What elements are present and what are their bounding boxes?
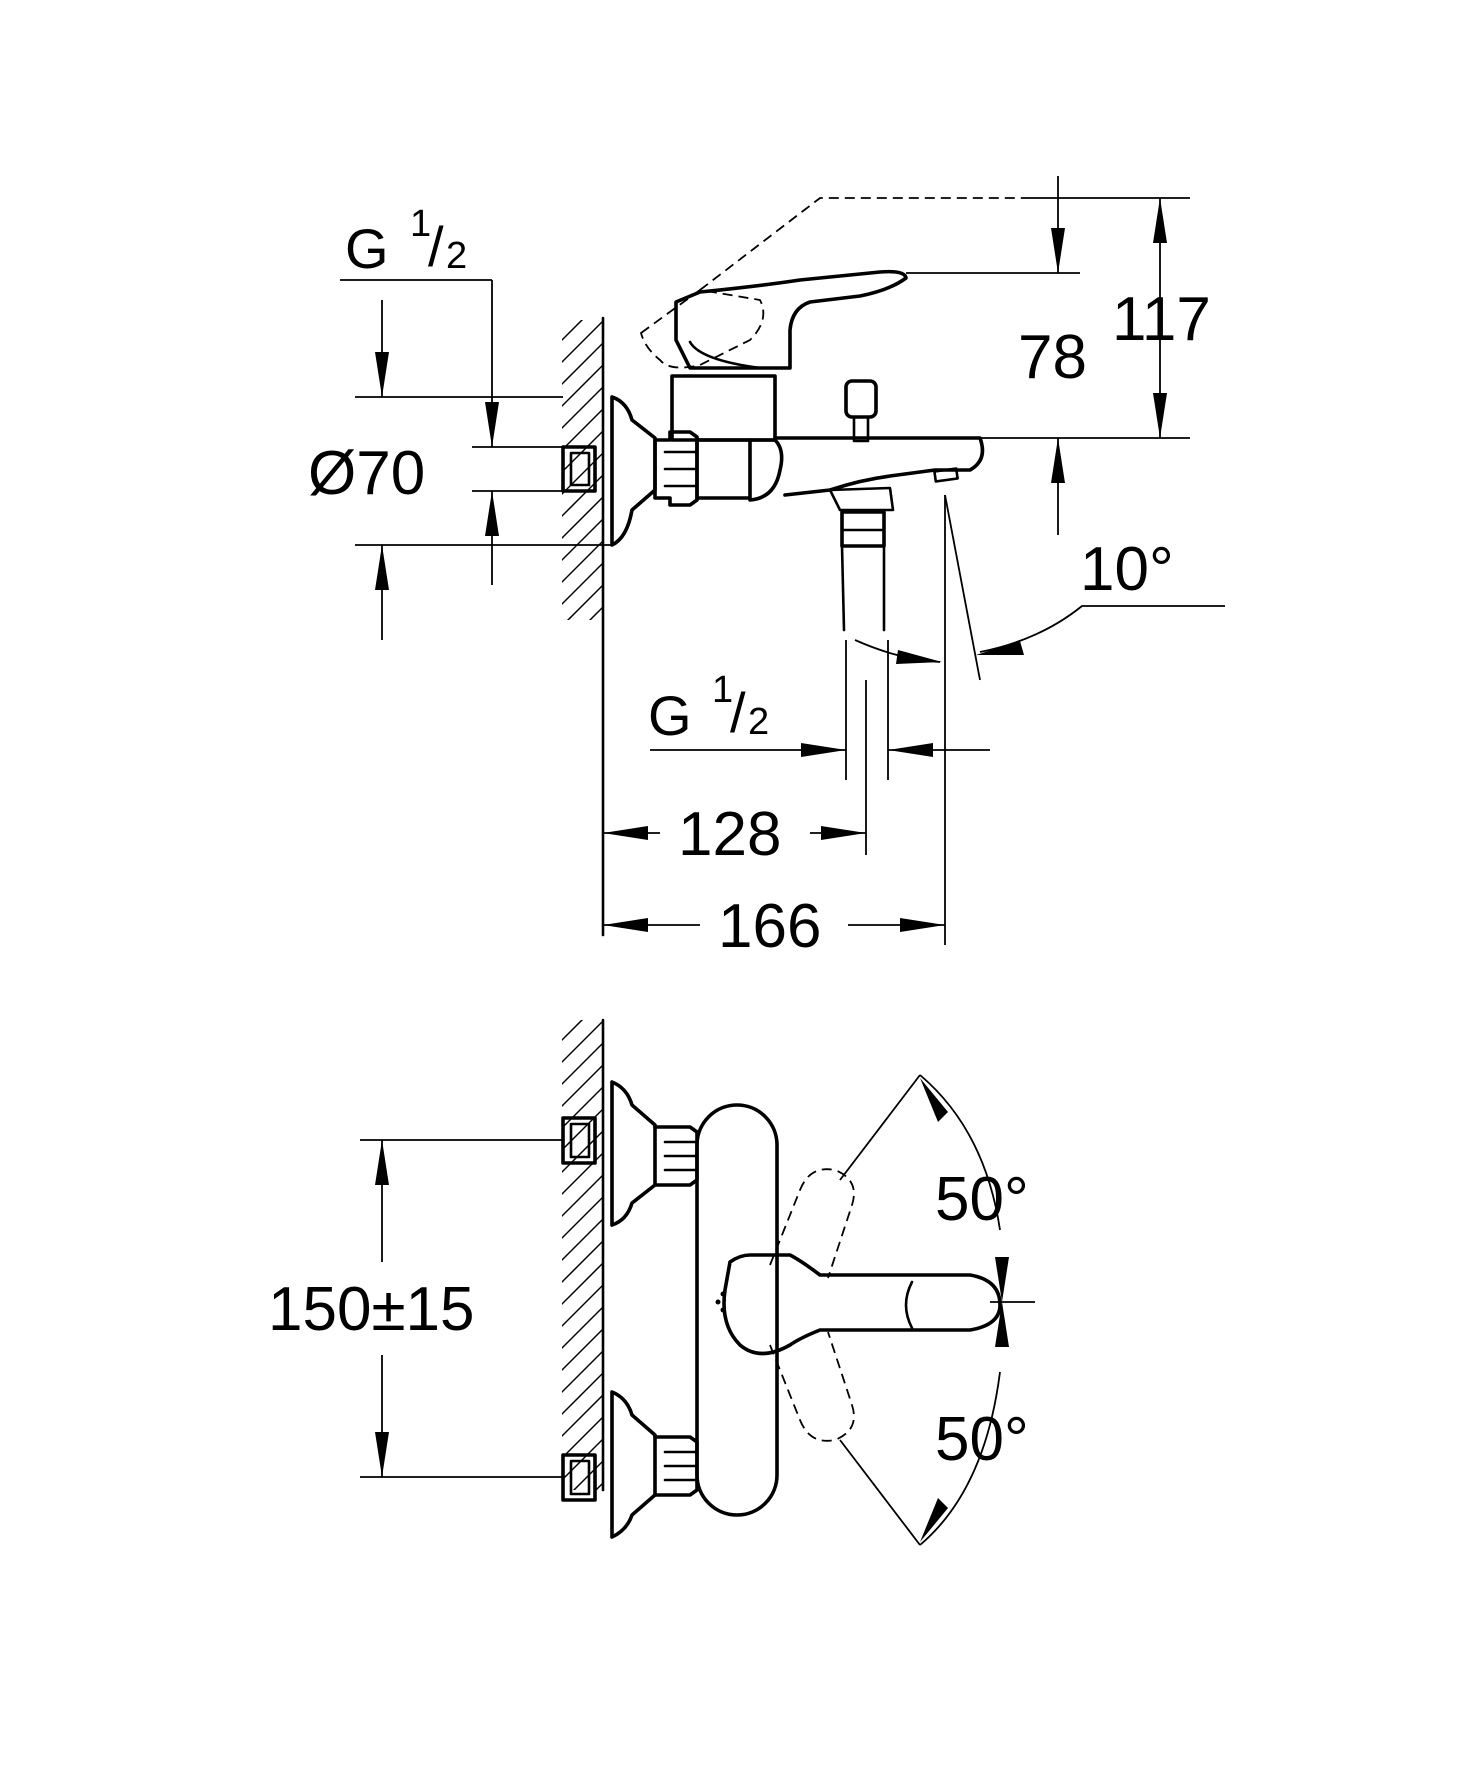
wall-connection-lower: [561, 1390, 699, 1539]
wall-connection-upper: [561, 1080, 699, 1227]
wall-hatch-top: [562, 316, 605, 937]
center-distance-label: 150±15: [268, 1275, 474, 1344]
thread-g-top: G: [345, 217, 389, 280]
length-166-label: 166: [718, 892, 821, 961]
diameter-label: Ø70: [308, 439, 425, 508]
length-128-label: 128: [678, 800, 781, 869]
side-view: G 1 / 2 Ø70 78 117: [308, 176, 1225, 961]
wall-hatch-bottom: [562, 1018, 605, 1492]
mixer-body-side: [639, 197, 1030, 632]
angle-50-up-label: 50°: [935, 1165, 1029, 1234]
thread-dimension-top: G 1 / 2 Ø70: [308, 203, 612, 640]
thread-den-top: 2: [446, 235, 467, 277]
thread-den-bottom: 2: [748, 701, 769, 743]
angle-10-dimension: 10°: [854, 494, 1225, 681]
thread-dimension-bottom: G 1 / 2: [648, 640, 990, 780]
front-view: 150±15 50° 50°: [268, 1018, 1035, 1546]
center-distance-dimension: 150±15: [268, 1139, 563, 1478]
thread-slash-top: /: [428, 215, 444, 278]
mixer-body-front: [695, 1103, 1002, 1517]
height-dimensions: 78 117: [906, 176, 1211, 535]
thread-g-bottom: G: [648, 684, 692, 747]
thread-slash-bottom: /: [730, 681, 746, 744]
height-117-label: 117: [1112, 285, 1211, 354]
angle-10-label: 10°: [1080, 535, 1174, 604]
angle-50-down-label: 50°: [935, 1405, 1029, 1474]
height-78-label: 78: [1018, 323, 1087, 392]
length-dimensions: 128 166: [603, 680, 946, 961]
thread-num-bottom: 1: [712, 669, 733, 711]
angle-50-dimensions: 50° 50°: [839, 1074, 1035, 1546]
thread-num-top: 1: [410, 203, 431, 245]
